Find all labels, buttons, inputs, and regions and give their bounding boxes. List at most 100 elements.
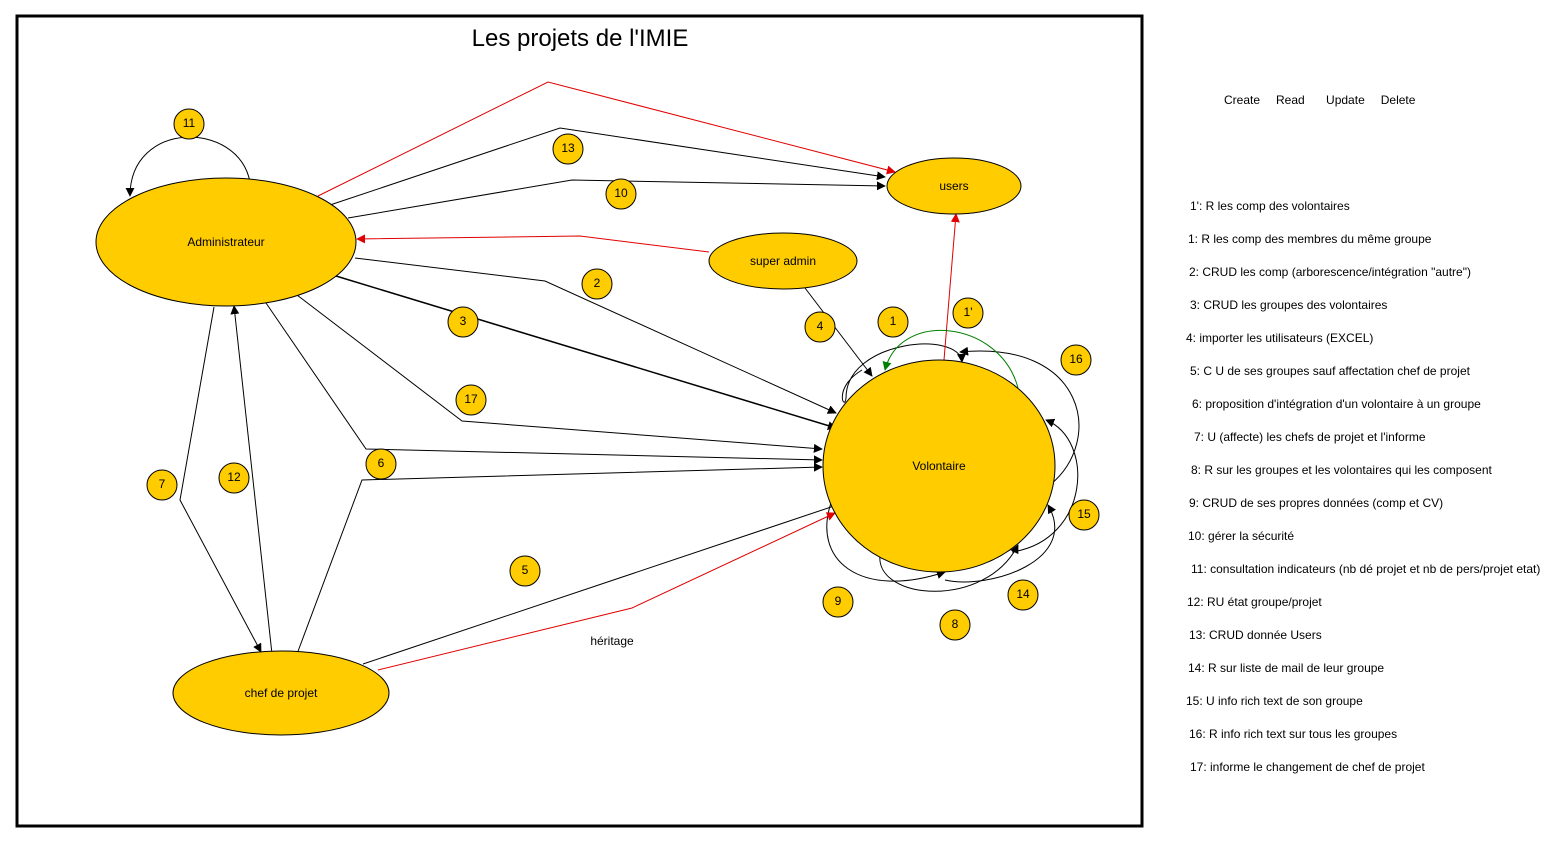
badge-label: 15 [1077, 507, 1091, 521]
badge-label: 11 [183, 116, 196, 130]
crud-legend-header: Create Read Update Delete [1224, 93, 1416, 107]
legend-item: 5: C U de ses groupes sauf affectation c… [1190, 364, 1470, 378]
edge-3 [335, 275, 837, 430]
badge-label: 16 [1069, 352, 1083, 366]
badge-12: 12 [218, 462, 250, 494]
badge-circle [822, 586, 854, 618]
edge-12 [230, 305, 273, 655]
edge-2 [354, 257, 837, 414]
edge-10 [347, 179, 886, 219]
edge-red-heritage [377, 512, 836, 671]
badge-label: 4 [817, 319, 824, 333]
badge-1prime: 1' [952, 297, 984, 329]
node-users-label: users [939, 179, 968, 193]
badge-circle [939, 609, 971, 641]
node-chef-de-projet-label: chef de projet [245, 686, 318, 700]
badge-circle [1007, 579, 1039, 611]
legend-item: 11: consultation indicateurs (nb dé proj… [1191, 562, 1541, 576]
legend-item: 16: R info rich text sur tous les groupe… [1189, 727, 1398, 741]
diagram-title: Les projets de l'IMIE [472, 25, 689, 52]
badge-label: 1 [890, 314, 897, 328]
legend-item: 1: R les comp des membres du même groupe [1188, 232, 1432, 246]
legend-item: 13: CRUD donnée Users [1189, 628, 1322, 642]
badge-2: 2 [581, 268, 613, 300]
badge-9: 9 [822, 586, 854, 618]
badge-3: 3 [447, 306, 479, 338]
node-super-admin[interactable] [708, 232, 858, 290]
badge-8: 8 [939, 609, 971, 641]
legend-item: 17: informe le changement de chef de pro… [1190, 760, 1425, 774]
badge-circle [605, 178, 637, 210]
badge-circle [877, 306, 909, 338]
badge-label: 3 [460, 314, 467, 328]
badge-1: 1 [877, 306, 909, 338]
badge-11: 11 [173, 108, 205, 140]
edge-red-admin-users [317, 81, 896, 197]
legend-item: 9: CRUD de ses propres données (comp et … [1189, 496, 1444, 510]
node-administrateur-label: Administrateur [187, 235, 264, 249]
edge-1prime-self-loop [882, 329, 1019, 389]
badge-label: 7 [159, 477, 166, 491]
edge-6-b [296, 462, 823, 655]
legend-item: 1': R les comp des volontaires [1190, 199, 1350, 213]
badge-label: 10 [614, 186, 628, 200]
badge-label: 12 [227, 470, 241, 484]
badge-circle [173, 108, 205, 140]
badge-label: 9 [835, 594, 842, 608]
badge-circle [952, 297, 984, 329]
legend-item: 15: U info rich text de son groupe [1186, 694, 1363, 708]
badge-circle [509, 555, 541, 587]
edge-14-self-loop [944, 504, 1056, 583]
node-super-admin-label: super admin [750, 254, 816, 268]
edge-red-superadmin-admin [356, 234, 710, 253]
legend-item: 3: CRUD les groupes des volontaires [1190, 298, 1388, 312]
badge-circle [218, 462, 250, 494]
badge-4: 4 [804, 311, 836, 343]
legend-list: 1': R les comp des volontaires 1: R les c… [1186, 199, 1540, 793]
edge-7 [179, 306, 262, 653]
edge-label-heritage: héritage [590, 634, 634, 648]
badge-circle [146, 469, 178, 501]
badge-circle [365, 448, 397, 480]
edge-15-self-loop [1011, 418, 1079, 553]
badge-17: 17 [455, 384, 487, 416]
badge-13: 13 [552, 133, 584, 165]
badge-label: 6 [378, 456, 385, 470]
legend-item: 14: R sur liste de mail de leur groupe [1188, 661, 1385, 675]
badge-label: 14 [1016, 587, 1030, 601]
node-users[interactable] [886, 157, 1022, 215]
edge-13 [329, 127, 886, 206]
edge-5 [362, 501, 844, 665]
edge-17 [296, 294, 823, 453]
badge-label: 1' [964, 305, 973, 319]
badge-label: 8 [952, 617, 959, 631]
badge-group: 1 1' 2 3 4 5 6 7 8 9 10 11 12 13 14 15 16 17 [146, 108, 1100, 641]
badge-circle [455, 384, 487, 416]
node-volontaire[interactable] [822, 359, 1056, 573]
badge-circle [552, 133, 584, 165]
badge-circle [1060, 344, 1092, 376]
edge-8-self-loop [879, 544, 1019, 592]
legend-item: 4: importer les utilisateurs (EXCEL) [1186, 331, 1374, 345]
node-volontaire-label: Volontaire [912, 459, 966, 473]
edge-1-self-loop [841, 343, 966, 403]
badge-5: 5 [509, 555, 541, 587]
legend-item: 12: RU état groupe/projet [1187, 595, 1322, 609]
badge-circle [581, 268, 613, 300]
edge-9-self-loop [826, 499, 946, 582]
edge-4 [804, 287, 873, 377]
badge-label: 13 [561, 141, 575, 155]
node-administrateur[interactable] [95, 177, 357, 307]
edge-6-a [265, 302, 823, 465]
badge-10: 10 [605, 178, 637, 210]
badge-14: 14 [1007, 579, 1039, 611]
node-chef-de-projet[interactable] [172, 650, 390, 736]
edge-red-volontaire-users [943, 213, 960, 361]
badge-7: 7 [146, 469, 178, 501]
badge-circle [447, 306, 479, 338]
badge-6: 6 [365, 448, 397, 480]
badge-16: 16 [1060, 344, 1092, 376]
legend-item: 8: R sur les groupes et les volontaires … [1191, 463, 1492, 477]
legend-item: 6: proposition d'intégration d'un volont… [1192, 397, 1481, 411]
